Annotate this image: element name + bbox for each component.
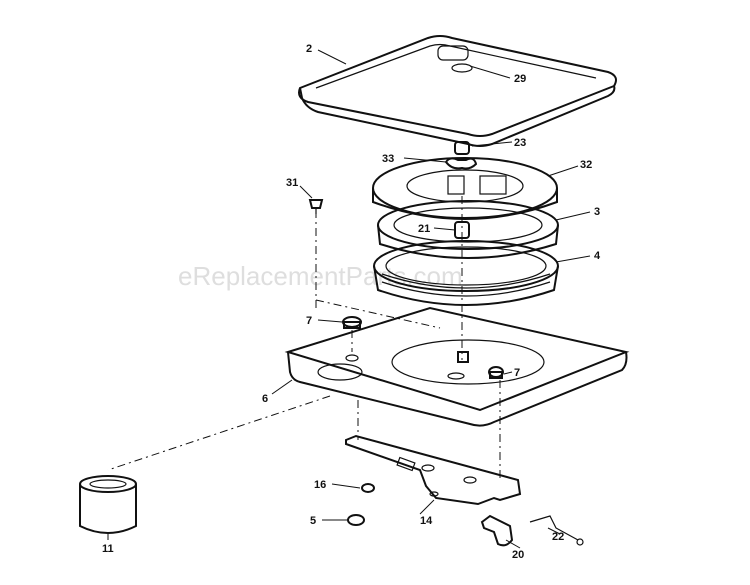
callout-6: 6 [262,393,268,405]
callout-33: 33 [382,153,394,165]
callout-4: 4 [594,250,601,262]
callout-22: 22 [552,531,564,543]
callout-20: 20 [512,549,524,561]
part-wire[interactable] [529,515,584,546]
part-filter-element[interactable] [373,240,559,306]
callout-21: 21 [418,223,430,235]
part-nut-lower[interactable] [488,366,504,379]
part-sleeve[interactable] [79,475,137,534]
callout-31: 31 [286,177,298,189]
part-filter-band[interactable] [377,200,559,259]
leader-lines [107,49,591,549]
callout-23: 23 [514,137,526,149]
part-clamp[interactable] [480,514,514,547]
callout-5: 5 [310,515,316,527]
part-nut-upper[interactable] [342,316,362,329]
callout-29: 29 [514,73,526,85]
part-filter-ring-top[interactable] [372,157,558,220]
callout-7a: 7 [306,315,312,327]
callout-32: 32 [580,159,592,171]
part-nut-bottom[interactable] [347,514,365,526]
assembly-lines [107,196,501,480]
callout-2: 2 [306,43,312,55]
watermark: eReplacementParts.com [178,261,463,291]
callout-16: 16 [314,479,326,491]
part-mounting-bracket[interactable] [345,434,522,506]
part-base-plate[interactable] [284,306,630,427]
part-cover[interactable] [298,35,617,147]
part-washer[interactable] [361,483,375,493]
part-screw[interactable] [308,199,324,214]
callout-3: 3 [594,206,600,218]
callout-labels: 2 29 23 33 32 31 3 21 4 7 7 6 16 14 5 11… [102,43,601,561]
callout-7b: 7 [514,367,520,379]
callout-14: 14 [420,515,433,527]
callout-11: 11 [102,543,114,555]
